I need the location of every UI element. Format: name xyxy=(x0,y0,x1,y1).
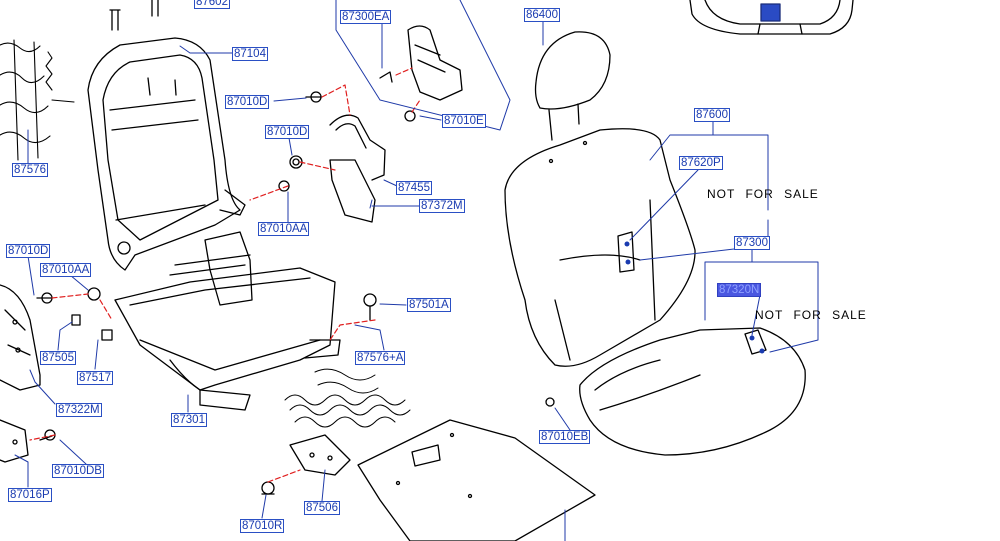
headrest xyxy=(534,31,611,141)
part-label-87010D[interactable]: 87010D xyxy=(6,244,51,258)
seat-springs xyxy=(284,368,411,428)
seat-side-cover xyxy=(329,114,386,223)
part-label-87301[interactable]: 87301 xyxy=(171,413,207,427)
part-label-87010D[interactable]: 87010D xyxy=(225,95,270,109)
part-label-87010AA[interactable]: 87010AA xyxy=(258,222,310,236)
part-label-87300EA[interactable]: 87300EA xyxy=(340,10,392,24)
part-label-87016P[interactable]: 87016P xyxy=(8,488,52,502)
part-label-87010R[interactable]: 87010R xyxy=(240,519,285,533)
spring-mat-87576 xyxy=(0,39,75,161)
not-for-sale-note: NOT FOR SALE xyxy=(707,187,819,201)
part-label-87320N-selected[interactable]: 87320N xyxy=(717,283,762,297)
part-label-87576A[interactable]: 87576+A xyxy=(355,351,406,365)
fasteners xyxy=(36,0,555,495)
part-label-87602[interactable]: 87602 xyxy=(194,0,230,9)
part-label-87010AA[interactable]: 87010AA xyxy=(40,263,92,277)
part-label-87104[interactable]: 87104 xyxy=(232,47,268,61)
seat-back-cushion xyxy=(504,128,696,367)
seat-mat xyxy=(357,419,596,541)
part-label-87517[interactable]: 87517 xyxy=(77,371,113,385)
car-thumbnail xyxy=(689,0,854,35)
part-label-87501A[interactable]: 87501A xyxy=(407,298,451,312)
part-label-87600[interactable]: 87600 xyxy=(694,108,730,122)
part-label-87372M[interactable]: 87372M xyxy=(419,199,465,213)
clip-bracket xyxy=(379,25,463,122)
lower-bracket xyxy=(0,419,29,463)
seat-bottom-cushion xyxy=(579,327,806,456)
seat-back-frame xyxy=(87,37,246,271)
leader-lines xyxy=(14,0,819,541)
part-label-87506[interactable]: 87506 xyxy=(304,501,340,515)
side-bracket xyxy=(0,284,41,391)
part-label-87322M[interactable]: 87322M xyxy=(56,403,102,417)
assembly-lines xyxy=(29,67,421,483)
part-label-86400[interactable]: 86400 xyxy=(524,8,560,22)
part-label-87010DB[interactable]: 87010DB xyxy=(52,464,104,478)
seat-cushion-frame xyxy=(114,231,341,411)
part-label-87620P[interactable]: 87620P xyxy=(679,156,723,170)
part-label-87010D[interactable]: 87010D xyxy=(265,125,310,139)
part-label-87300[interactable]: 87300 xyxy=(734,236,770,250)
part-label-87455[interactable]: 87455 xyxy=(396,181,432,195)
part-label-87010E[interactable]: 87010E xyxy=(442,114,486,128)
part-label-87576[interactable]: 87576 xyxy=(12,163,48,177)
part-label-87010EB[interactable]: 87010EB xyxy=(539,430,591,444)
seat-plate xyxy=(289,434,351,476)
not-for-sale-note: NOT FOR SALE xyxy=(755,308,867,322)
part-label-87505[interactable]: 87505 xyxy=(40,351,76,365)
